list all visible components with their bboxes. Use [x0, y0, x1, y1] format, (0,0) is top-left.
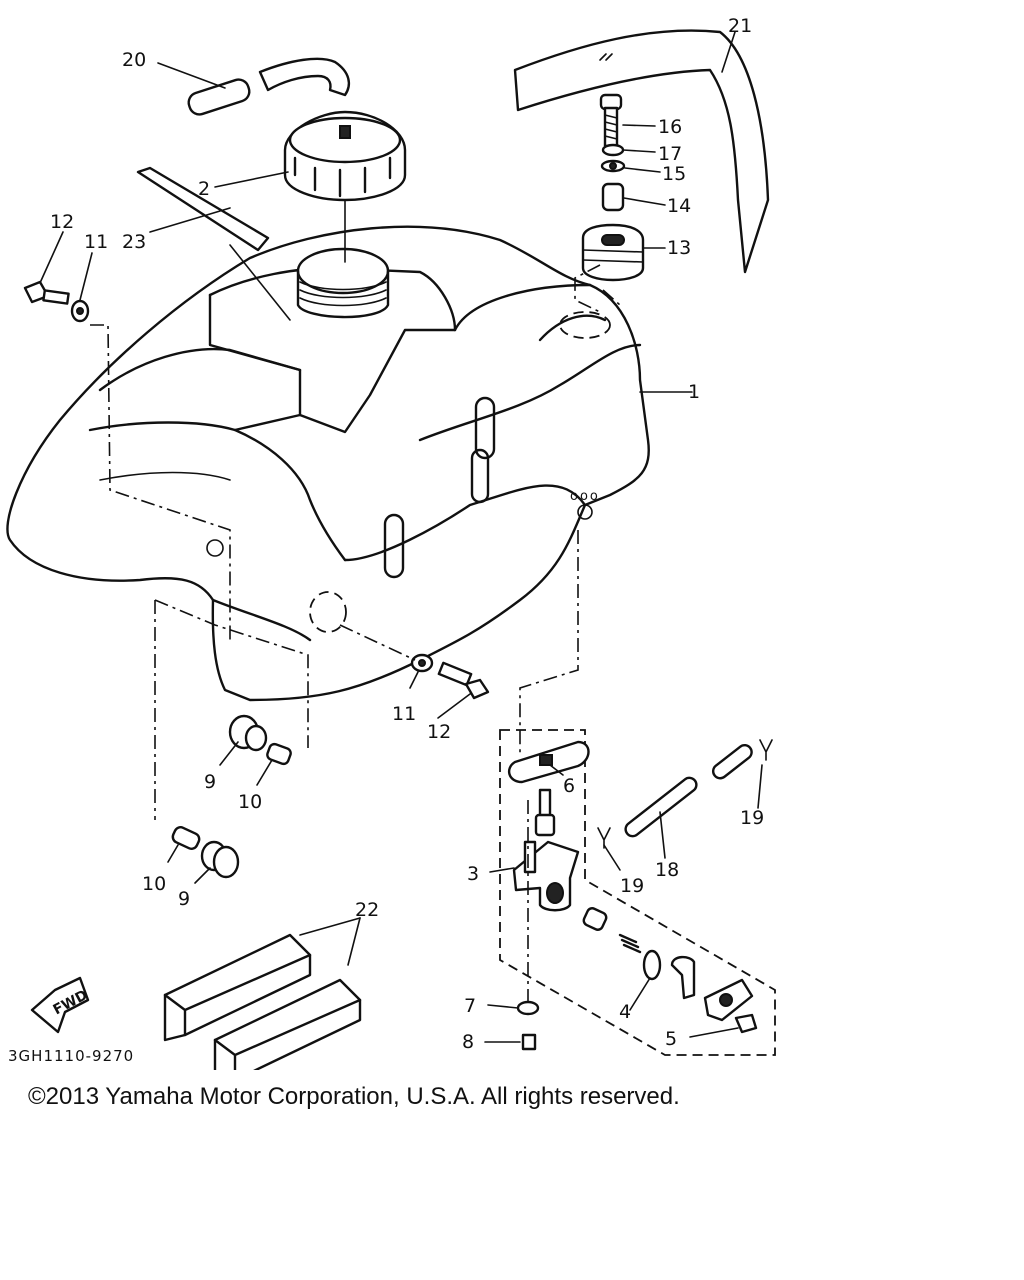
fuel-tank: ooo	[6, 225, 650, 702]
band-bolt-stack	[581, 93, 645, 282]
callout-9b: 9	[178, 888, 190, 910]
fwd-arrow: FWD	[30, 976, 90, 1034]
diagram-code: 3GH1110-9270	[8, 1047, 134, 1065]
callout-3: 3	[467, 863, 479, 885]
callout-20: 20	[122, 49, 146, 71]
callout-15: 15	[662, 163, 686, 185]
tank-band	[513, 29, 770, 274]
callout-9a: 9	[204, 771, 216, 793]
callout-13: 13	[667, 237, 691, 259]
callout-21: 21	[728, 15, 752, 37]
fuel-hose	[597, 739, 773, 849]
callout-14: 14	[667, 195, 691, 217]
callout-12b: 12	[427, 721, 451, 743]
callout-11b: 11	[392, 703, 416, 725]
callout-4: 4	[619, 1001, 631, 1023]
callout-10b: 10	[142, 873, 166, 895]
callout-11a: 11	[84, 231, 108, 253]
callout-6: 6	[563, 775, 575, 797]
callout-19a: 19	[620, 875, 644, 897]
callout-5: 5	[665, 1028, 677, 1050]
callout-1: 1	[688, 381, 700, 403]
callouts: 1 2 3 4 5 6 7 8 9 9 10 10 11 11 12 12 13…	[50, 15, 764, 1053]
breather-hose	[187, 57, 351, 116]
callout-12a: 12	[50, 211, 74, 233]
callout-19b: 19	[740, 807, 764, 829]
copyright-notice: ©2013 Yamaha Motor Corporation, U.S.A. A…	[28, 1083, 680, 1110]
callout-2: 2	[198, 178, 210, 200]
left-bolt-washer	[23, 280, 90, 323]
fuel-cap	[283, 110, 407, 202]
parts-diagram: ooo	[6, 15, 776, 1070]
callout-18: 18	[655, 859, 679, 881]
dampers	[163, 933, 362, 1070]
svg-text:ooo: ooo	[570, 489, 600, 504]
callout-16: 16	[658, 116, 682, 138]
callout-7: 7	[464, 995, 476, 1017]
leader-lines	[39, 31, 763, 1043]
grommets-collars	[171, 714, 292, 879]
right-bolt-washer	[410, 653, 490, 700]
callout-22: 22	[355, 899, 379, 921]
callout-17: 17	[658, 143, 682, 165]
callout-23: 23	[122, 231, 146, 253]
damper-strip	[136, 166, 270, 252]
callout-8: 8	[462, 1031, 474, 1053]
callout-10a: 10	[238, 791, 262, 813]
